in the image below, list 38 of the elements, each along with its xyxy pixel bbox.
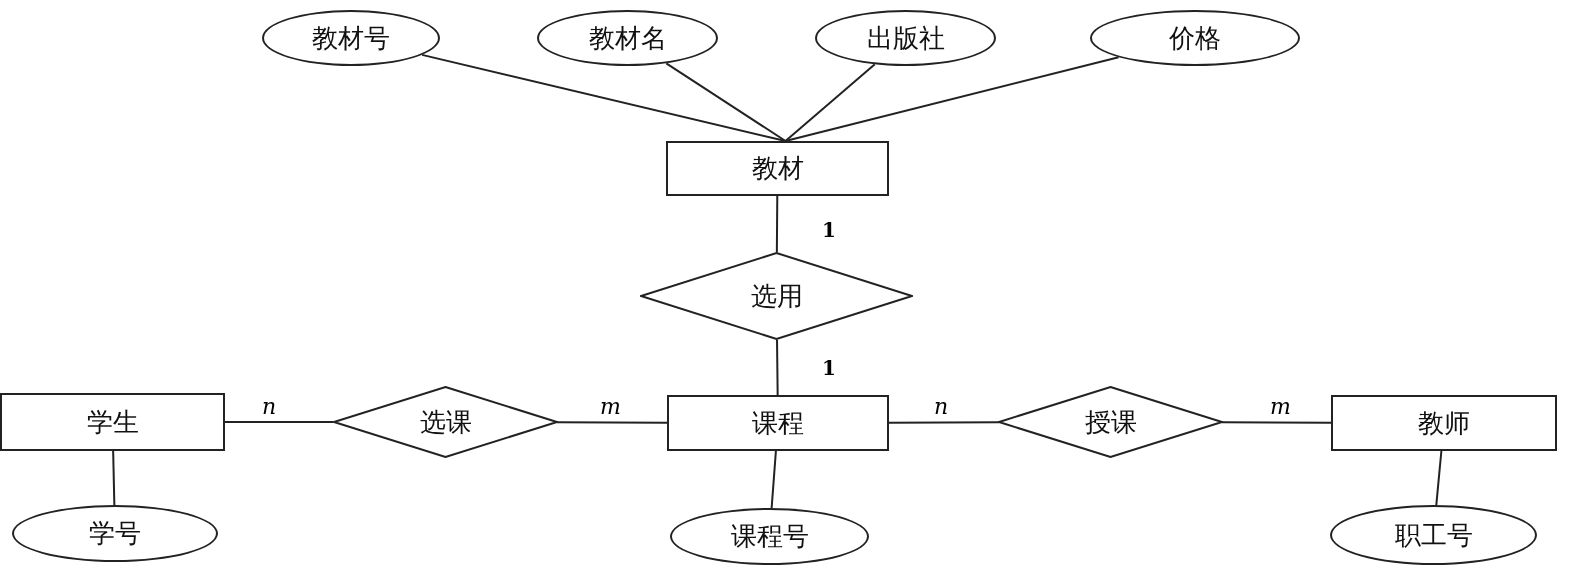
- node-label: 价格: [1169, 21, 1221, 55]
- cardinality-label: m: [600, 394, 621, 419]
- connector-line: [224, 421, 334, 423]
- connector-line: [1435, 450, 1443, 506]
- connector-line: [776, 338, 779, 396]
- node-label: 职工号: [1394, 518, 1473, 552]
- node-label: 教材号: [312, 21, 390, 55]
- node-label: 教师: [1418, 406, 1470, 440]
- entity-rect: [667, 395, 889, 451]
- node-label: 选课: [419, 405, 472, 439]
- node-label: 教材: [751, 152, 804, 185]
- connector-line: [1220, 421, 1332, 424]
- node-label: 授课: [1084, 405, 1137, 439]
- node-label: 课程: [752, 406, 804, 440]
- cardinality-label: n: [934, 394, 949, 419]
- connector-line: [770, 450, 777, 509]
- cardinality-label: 1: [822, 356, 836, 380]
- connector-line: [775, 195, 779, 254]
- node-label: 学号: [89, 517, 141, 550]
- entity-rect: [0, 393, 225, 451]
- cardinality-label: n: [262, 394, 277, 419]
- cardinality-label: m: [1270, 394, 1291, 419]
- entity-rect: [1331, 395, 1557, 451]
- connector-line: [888, 421, 1001, 424]
- node-label: 教材名: [588, 21, 667, 55]
- connector-line: [555, 421, 668, 424]
- relationship-diamond: [333, 386, 558, 458]
- relationship-diamond: [640, 252, 913, 340]
- node-label: 出版社: [866, 21, 945, 55]
- connector-line: [784, 63, 876, 142]
- entity-rect: [666, 141, 889, 196]
- node-label: 课程号: [730, 520, 809, 553]
- node-label: 学生: [86, 405, 139, 439]
- relationship-diamond: [998, 386, 1223, 458]
- connector-line: [112, 450, 116, 506]
- connector-line: [784, 56, 1120, 142]
- cardinality-label: 1: [822, 218, 836, 242]
- node-label: 选用: [750, 279, 803, 313]
